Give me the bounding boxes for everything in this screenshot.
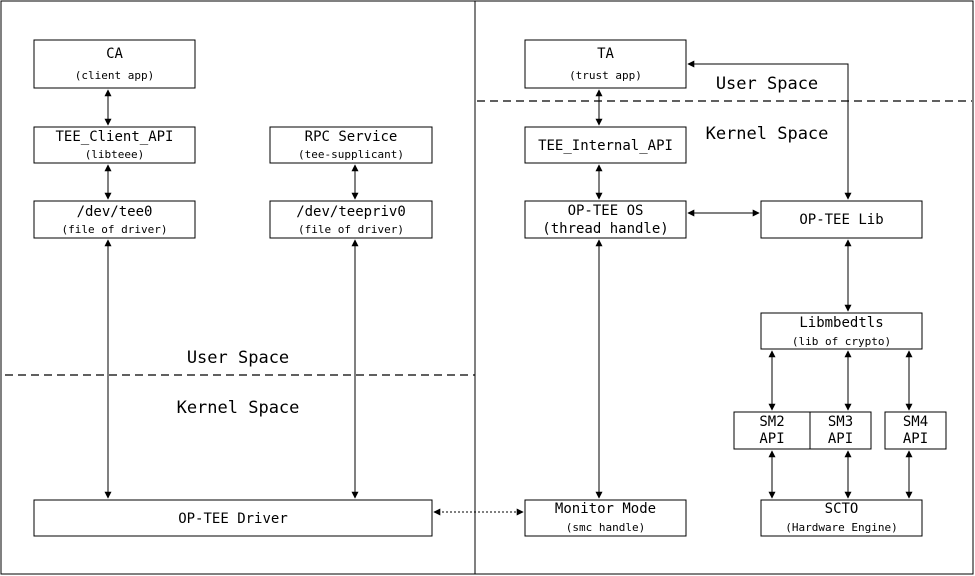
- sm4-api-box: SM4 API: [884, 411, 947, 450]
- scto-box: SCTO (Hardware Engine): [760, 499, 923, 537]
- sm4-api-line1: SM4: [903, 414, 928, 430]
- left-kernel-space-label: Kernel Space: [177, 398, 300, 418]
- dev-teepriv0-box: /dev/teepriv0 (file of driver): [269, 200, 433, 239]
- optee-driver-title: OP-TEE Driver: [178, 511, 288, 527]
- tee-client-api-box: TEE_Client_API (libteee): [33, 126, 196, 164]
- ta-title: TA: [597, 46, 614, 62]
- sm2-api-line2: API: [759, 431, 784, 447]
- right-user-space-label: User Space: [716, 74, 818, 94]
- sm2-api-line1: SM2: [759, 414, 784, 430]
- optee-lib-title: OP-TEE Lib: [799, 212, 883, 228]
- ta-box: TA (trust app): [524, 39, 687, 89]
- optee-os-box: OP-TEE OS (thread handle): [524, 200, 687, 239]
- tee-internal-api-title: TEE_Internal_API: [538, 138, 673, 154]
- sm3-api-line2: API: [828, 431, 853, 447]
- monitor-mode-box: Monitor Mode (smc handle): [524, 499, 687, 537]
- scto-subtitle: (Hardware Engine): [785, 521, 898, 534]
- tee-internal-api-box: TEE_Internal_API: [524, 126, 687, 164]
- sm3-api-line1: SM3: [828, 414, 853, 430]
- right-kernel-space-label: Kernel Space: [706, 124, 829, 144]
- sm3-api-box: SM3 API: [809, 411, 872, 450]
- optee-lib-box: OP-TEE Lib: [760, 200, 923, 239]
- secure-world-frame: [474, 0, 974, 575]
- tee-client-api-subtitle: (libteee): [85, 148, 145, 161]
- monitor-mode-title: Monitor Mode: [555, 501, 656, 517]
- sm2-api-box: SM2 API: [733, 411, 811, 450]
- rpc-service-subtitle: (tee-supplicant): [298, 148, 404, 161]
- libmbedtls-subtitle: (lib of crypto): [792, 335, 891, 348]
- ca-box: CA (client app): [33, 39, 196, 89]
- optee-os-subtitle: (thread handle): [542, 221, 668, 237]
- dev-teepriv0-title: /dev/teepriv0: [296, 204, 406, 220]
- ta-subtitle: (trust app): [569, 69, 642, 82]
- optee-os-title: OP-TEE OS: [568, 203, 644, 219]
- ca-title: CA: [106, 46, 123, 62]
- dev-tee0-box: /dev/tee0 (file of driver): [33, 200, 196, 239]
- ca-subtitle: (client app): [75, 69, 154, 82]
- rpc-service-title: RPC Service: [305, 129, 398, 145]
- optee-driver-box: OP-TEE Driver: [33, 499, 433, 537]
- libmbedtls-box: Libmbedtls (lib of crypto): [760, 312, 923, 350]
- dev-tee0-subtitle: (file of driver): [62, 223, 168, 236]
- tee-client-api-title: TEE_Client_API: [55, 129, 173, 145]
- dev-tee0-title: /dev/tee0: [77, 204, 153, 220]
- rpc-service-box: RPC Service (tee-supplicant): [269, 126, 433, 164]
- left-user-space-label: User Space: [187, 348, 289, 368]
- arrow-ta-lib: [687, 60, 852, 200]
- sm4-api-line2: API: [903, 431, 928, 447]
- scto-title: SCTO: [825, 501, 859, 517]
- dev-teepriv0-subtitle: (file of driver): [298, 223, 404, 236]
- libmbedtls-title: Libmbedtls: [799, 315, 883, 331]
- monitor-mode-subtitle: (smc handle): [566, 521, 645, 534]
